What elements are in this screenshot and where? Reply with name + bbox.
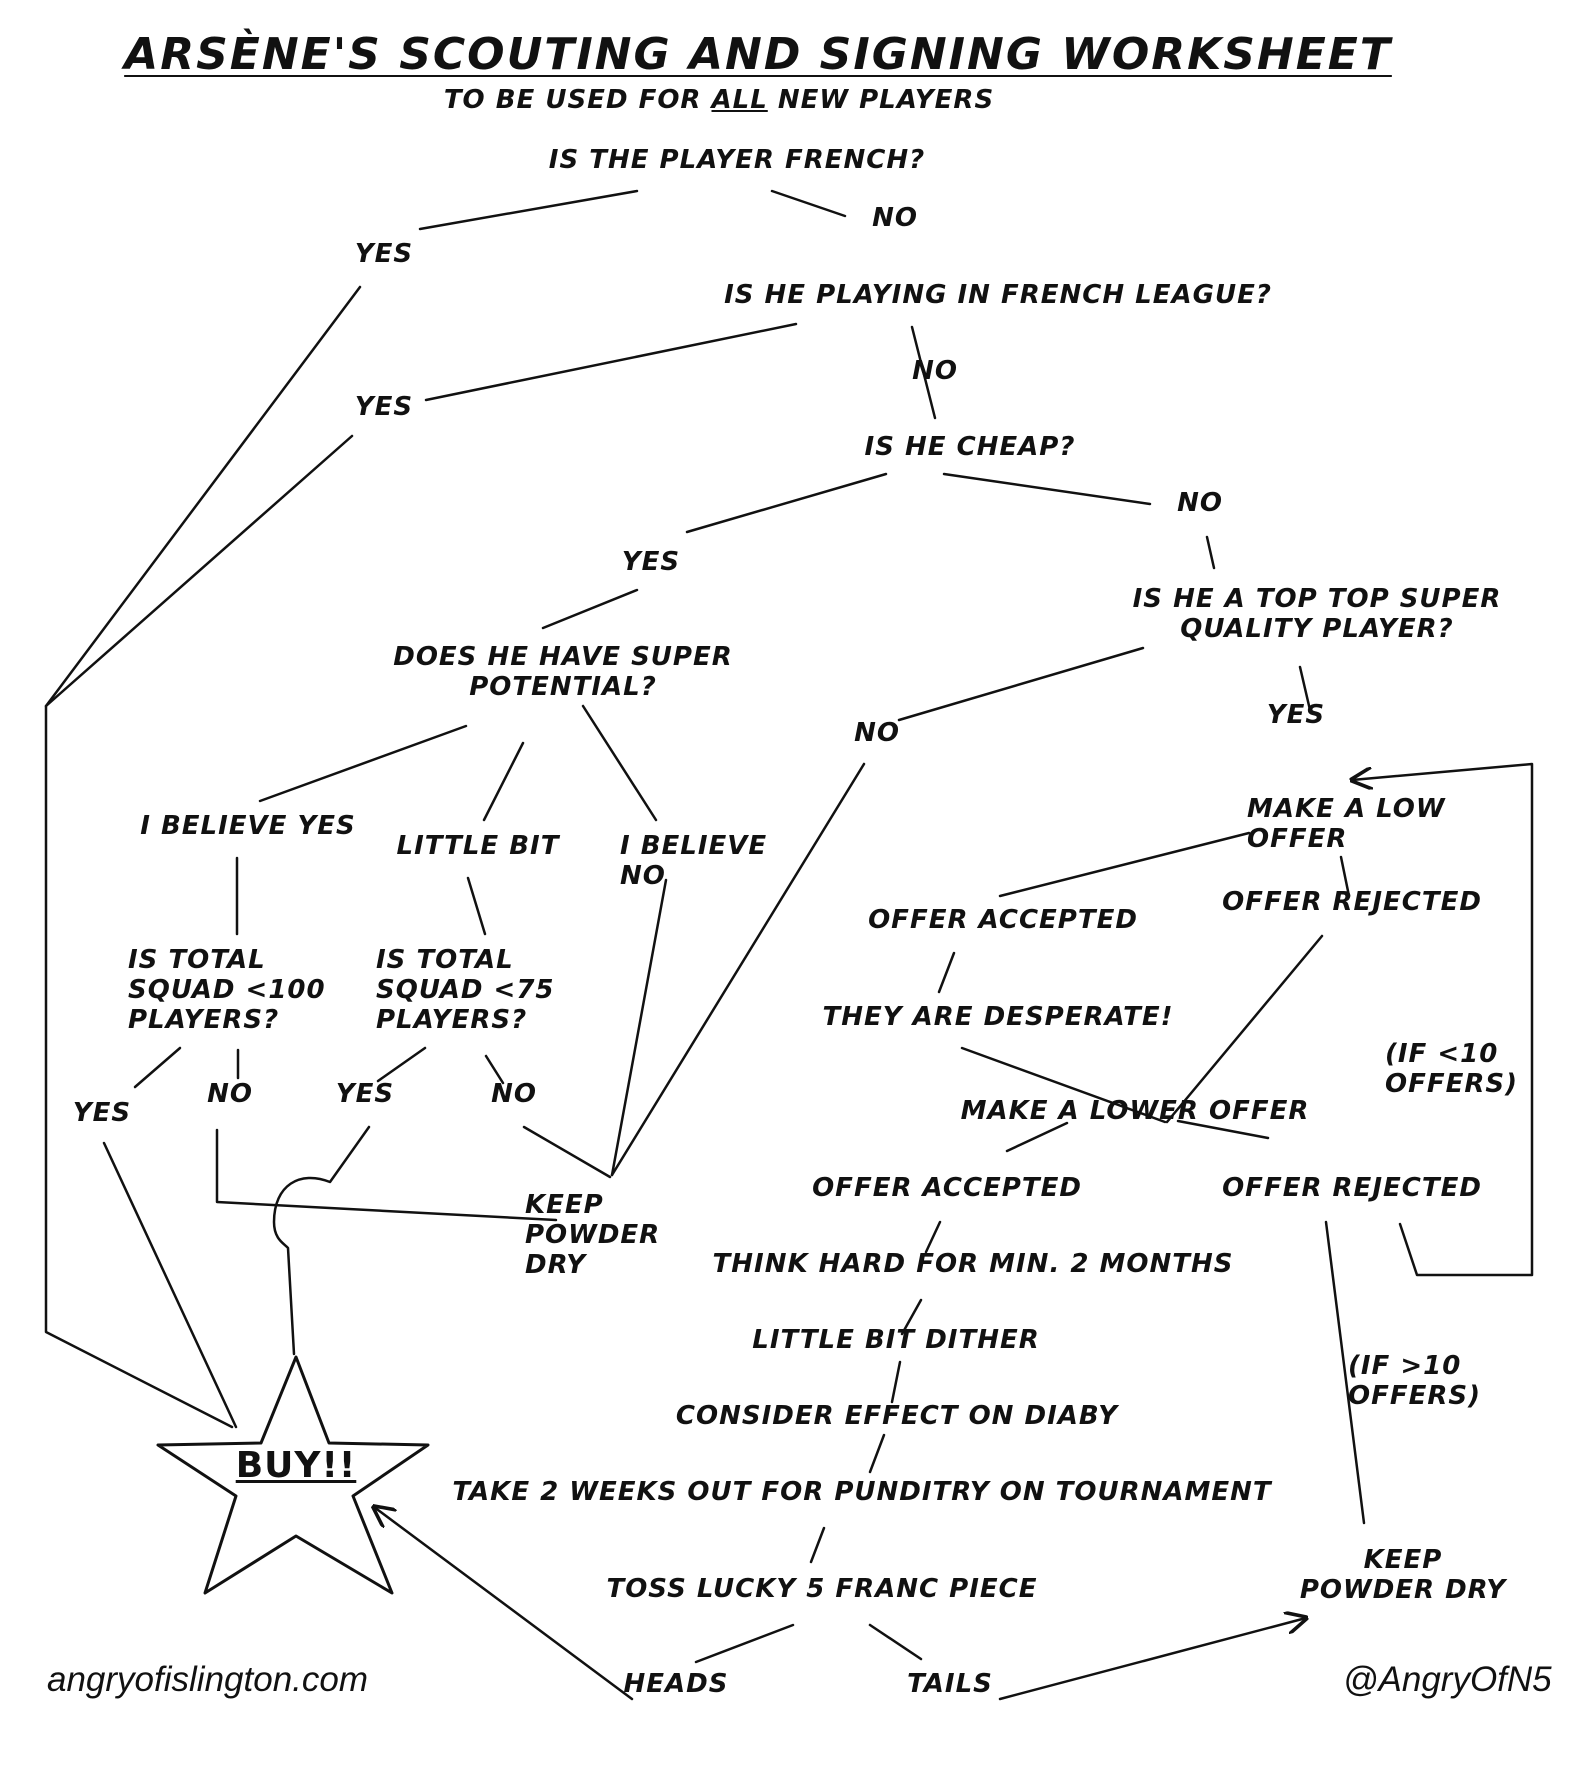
connector-lower-accepted	[1005, 1121, 1069, 1153]
connector-yes-to-potential	[541, 588, 639, 630]
outcome-low-offer-accepted: Offer accepted	[868, 905, 1138, 935]
note-if-under-10-offers: (If <10 offers)	[1385, 1039, 1519, 1099]
answer-squad100-yes: Yes	[72, 1098, 132, 1128]
question-squad-under-75: Is total squad <75 players?	[376, 945, 555, 1035]
connector-toss-heads	[694, 1623, 795, 1664]
question-top-quality: Is he a top top super quality player?	[1132, 584, 1502, 644]
subtitle-after: new players	[767, 85, 995, 115]
connector-yes-hop-to-buy	[272, 1125, 371, 1356]
connector-league-no	[910, 325, 937, 420]
subtitle-before: To be used for	[443, 85, 712, 115]
answer-league-no: No	[912, 356, 958, 386]
outcome-low-offer-rejected: Offer rejected	[1222, 887, 1482, 917]
connector-loop-back-to-low-offer	[1352, 762, 1534, 1277]
connector-no-to-top	[1205, 535, 1216, 570]
connector-accepted-desperate	[937, 951, 956, 994]
connector-low-offer-accepted	[998, 831, 1251, 898]
question-cheap: Is he cheap?	[864, 432, 1076, 462]
connector-desperate-lower	[960, 1046, 1167, 1124]
note-they-are-desperate: They are desperate!	[822, 1002, 1174, 1032]
connector-low-offer-rejected	[1339, 855, 1351, 898]
connector-potential-believe-no	[581, 704, 658, 822]
connector-tails-to-keep-dry	[998, 1618, 1306, 1701]
outcome-heads: Heads	[623, 1669, 729, 1699]
buy-label: BUY!!	[235, 1445, 357, 1486]
answer-french-yes: Yes	[354, 239, 414, 269]
connector-league-yes-to-margin	[44, 434, 354, 708]
outcome-tails: Tails	[907, 1669, 993, 1699]
step-make-lower-offer: Make a lower offer	[960, 1096, 1310, 1126]
connector-believe-no-to-keep-dry	[610, 878, 668, 1177]
page-title: Arsène's Scouting and Signing Worksheet	[124, 29, 1392, 80]
answer-squad75-yes: Yes	[335, 1079, 395, 1109]
connector-cheap-yes	[685, 472, 888, 534]
connector-accepted-think	[924, 1220, 942, 1254]
connector-top-yes	[1298, 665, 1312, 712]
step-think-hard: Think hard for Min. 2 months	[712, 1249, 1234, 1279]
footer-website: angryofislington.com	[47, 1660, 368, 1699]
page-subtitle: To be used for all new players	[443, 85, 995, 116]
answer-little-bit: Little bit	[396, 831, 560, 861]
connector-diaby-punditry	[868, 1433, 886, 1474]
step-little-bit-dither: Little bit dither	[752, 1325, 1040, 1355]
answer-believe-no: I believe no	[620, 831, 768, 891]
connector-no-to-keep-dry	[215, 1128, 558, 1222]
connector-squad75-yes	[376, 1046, 427, 1083]
connector-french-no	[770, 189, 847, 218]
connector-squad75-no	[484, 1054, 505, 1085]
buy-star	[156, 1355, 430, 1595]
keep-powder-dry-right: Keep powder dry	[1299, 1545, 1507, 1605]
connector-potential-believe-yes	[258, 724, 468, 803]
connector-french-yes	[418, 189, 639, 231]
connector-squad100-yes	[133, 1046, 182, 1089]
connector-rejected-lower	[1165, 934, 1324, 1124]
connector-no-to-keep-dry-2	[522, 1125, 612, 1179]
connector-top-no-to-keep-dry	[610, 762, 866, 1177]
step-make-low-offer: Make a low offer	[1247, 794, 1446, 854]
answer-french-no: No	[872, 203, 918, 233]
connector-rejected-to-keep-dry	[1324, 1220, 1366, 1525]
connector-potential-little-bit	[482, 741, 525, 822]
connector-top-no	[897, 646, 1145, 722]
connector-dither-diaby	[890, 1360, 902, 1404]
connector-left-margin-to-buy	[44, 285, 362, 1429]
step-punditry: Take 2 weeks out for punditry on tournam…	[452, 1477, 1272, 1507]
note-if-over-10-offers: (If >10 offers)	[1348, 1351, 1482, 1411]
answer-league-yes: Yes	[354, 392, 414, 422]
answer-top-yes: Yes	[1266, 700, 1326, 730]
connector-heads-to-buy	[374, 1507, 634, 1701]
answer-squad100-no: No	[207, 1079, 253, 1109]
answer-squad75-no: No	[491, 1079, 537, 1109]
question-french: Is the player French?	[548, 145, 926, 175]
connector-league-yes	[424, 322, 798, 402]
outcome-lower-offer-accepted: Offer accepted	[812, 1173, 1082, 1203]
answer-cheap-yes: Yes	[621, 547, 681, 577]
step-toss-coin: Toss lucky 5 Franc piece	[606, 1574, 1038, 1604]
question-squad-under-100: Is total squad <100 players?	[128, 945, 326, 1035]
footer-handle: @AngryOfN5	[1343, 1660, 1552, 1699]
answer-top-no: No	[854, 718, 900, 748]
outcome-lower-offer-rejected: Offer rejected	[1222, 1173, 1482, 1203]
question-super-potential: Does he have super potential?	[393, 642, 733, 702]
step-consider-diaby: Consider effect on Diaby	[675, 1401, 1119, 1431]
connector-yes-to-buy	[102, 1141, 238, 1429]
connector-cheap-no	[942, 472, 1152, 506]
answer-believe-yes: I believe yes	[140, 811, 356, 841]
connector-think-dither	[900, 1298, 923, 1336]
connector-toss-tails	[868, 1623, 923, 1661]
subtitle-emphasis: all	[711, 85, 768, 115]
keep-powder-dry-left: Keep powder dry	[525, 1190, 661, 1280]
connector-little-bit-squad75	[466, 876, 487, 936]
answer-cheap-no: No	[1177, 488, 1223, 518]
question-french-league: Is he playing in French league?	[724, 280, 1272, 310]
connector-punditry-toss	[809, 1526, 826, 1564]
connector-lower-rejected	[1176, 1119, 1270, 1140]
